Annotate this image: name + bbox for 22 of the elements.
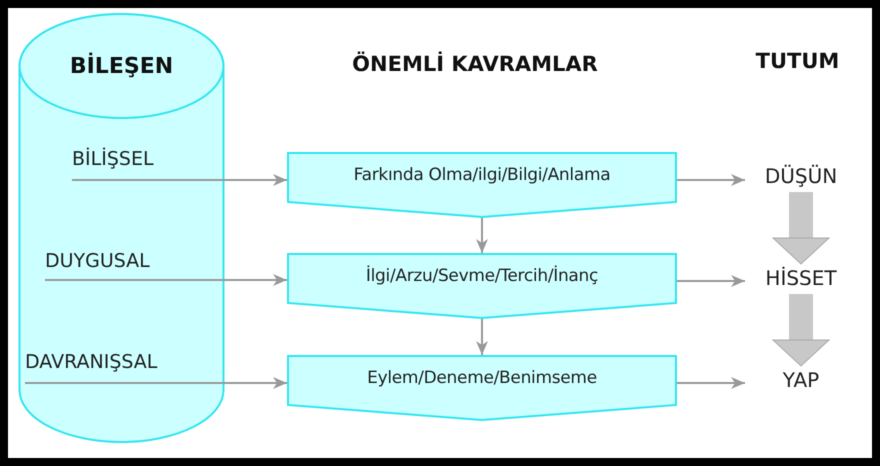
column-heading: ÖNEMLİ KAVRAMLAR [351,52,599,76]
arrow [677,275,745,287]
arrow [476,218,488,253]
arrow [476,319,488,355]
component-label: DAVRANIŞSAL [25,351,158,373]
attitude-label: HİSSET [764,266,838,290]
arrow [677,174,745,186]
column-heading: TUTUM [754,49,840,73]
component-label: DUYGUSAL [45,250,150,272]
attitude-label: DÜŞÜN [764,164,838,188]
concept-text: Farkında Olma/ilgi/Bilgi/Anlama [352,165,612,185]
concept-text: Eylem/Deneme/Benimseme [366,368,598,388]
arrow [45,274,287,286]
arrow [677,377,745,389]
block-arrow [772,192,830,264]
concept-text: İlgi/Arzu/Sevme/Tercih/İnanç [364,266,600,286]
attitude-label: YAP [782,368,820,392]
block-arrow [772,294,830,366]
component-label: BİLİŞSEL [72,148,154,170]
arrow [72,174,287,186]
component-heading: BİLEŞEN [68,54,174,79]
arrow [25,377,287,389]
